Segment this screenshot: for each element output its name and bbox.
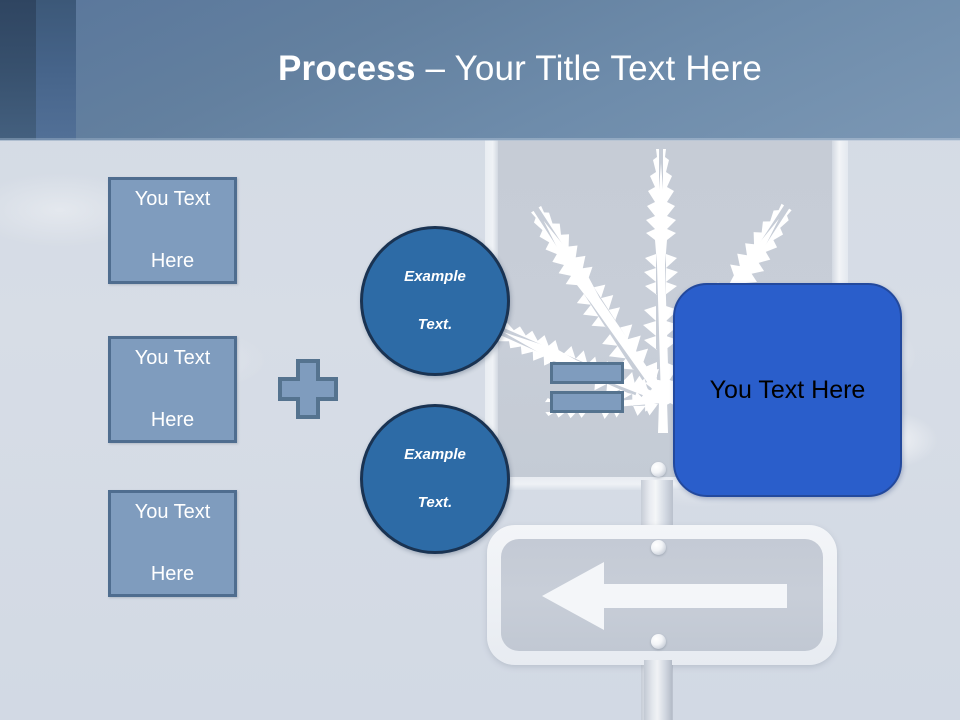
page-title-rest: – Your Title Text Here: [415, 49, 762, 88]
slide-header: Process – Your Title Text Here: [0, 0, 960, 140]
page-title-bold: Process: [278, 49, 416, 88]
bolt-icon: [651, 540, 666, 555]
plus-sign-icon: [278, 359, 338, 419]
header-underline: [0, 138, 960, 141]
header-left-dark-band: [0, 0, 36, 140]
result-box-label: You Text Here: [709, 375, 866, 404]
bolt-icon: [651, 634, 666, 649]
left-arrow-icon: [542, 562, 787, 630]
sign-post-lower-icon: [644, 660, 672, 720]
equals-sign-icon-bar-top: [550, 362, 624, 384]
result-box[interactable]: You Text Here: [673, 283, 902, 497]
bolt-icon: [651, 462, 666, 477]
header-left-mid-band: [36, 0, 76, 140]
equals-sign-icon-bar-bottom: [550, 391, 624, 413]
header-gradient-band: [76, 0, 960, 140]
page-title: Process – Your Title Text Here: [120, 48, 920, 90]
